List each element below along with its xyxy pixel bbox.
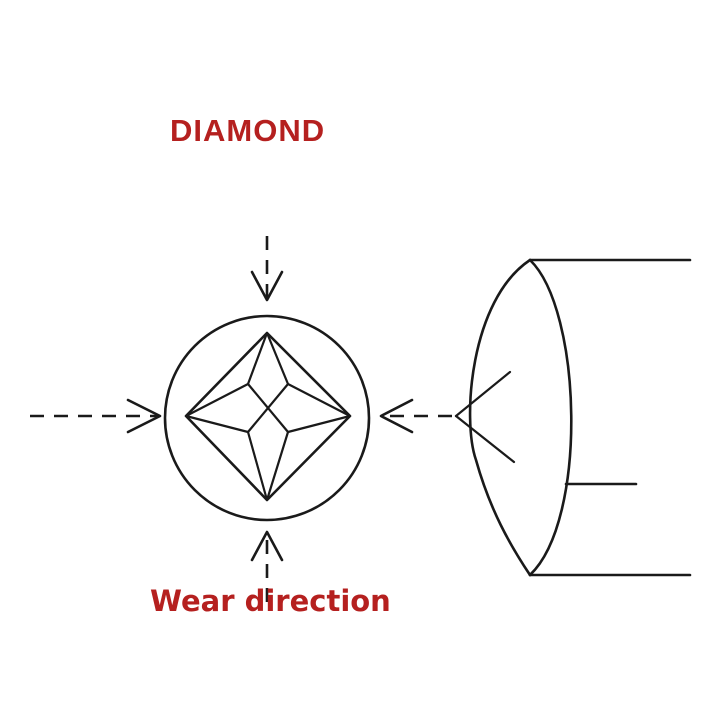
diagram-caption: Wear direction [150,584,391,618]
cutting-tool-icon [454,258,692,577]
left-arrow-icon [30,398,162,434]
diagram-title: DIAMOND [170,113,326,148]
diamond-icon [184,331,352,502]
bottom-arrow-icon [250,530,284,608]
top-arrow-icon [250,236,284,302]
diamond-outline-circle [163,314,371,522]
right-arrow-icon [379,398,452,434]
